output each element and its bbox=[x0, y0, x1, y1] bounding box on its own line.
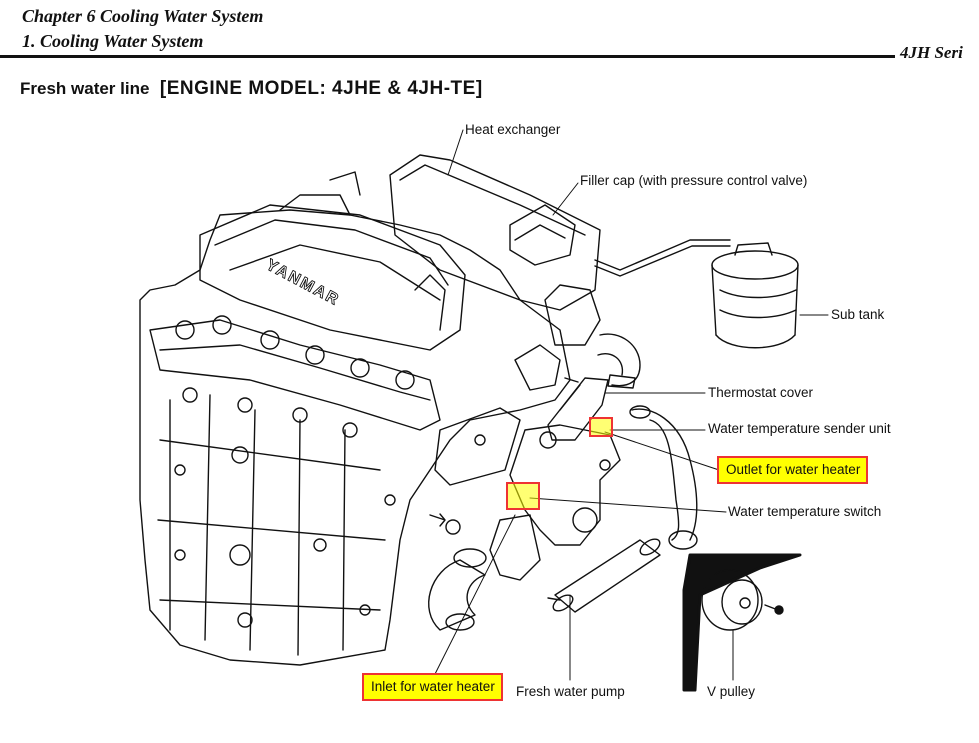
lower-elbow-hose bbox=[428, 559, 486, 631]
title-engine-model: [ENGINE MODEL: 4JHE & 4JH-TE] bbox=[159, 78, 483, 99]
sub-tank bbox=[711, 242, 799, 349]
upper-right-hose bbox=[631, 408, 698, 541]
leader-lines bbox=[431, 129, 829, 681]
outlet-port-highlight bbox=[589, 417, 613, 437]
label-v-pulley: V pulley bbox=[707, 684, 756, 699]
inlet-port-highlight bbox=[506, 482, 540, 510]
label-heat-exchanger: Heat exchanger bbox=[465, 122, 561, 137]
section-heading: 1. Cooling Water System bbox=[22, 31, 204, 51]
label-sub-tank: Sub tank bbox=[831, 307, 885, 322]
header-rule bbox=[0, 55, 895, 58]
heat-exchanger bbox=[389, 154, 601, 391]
page-title: Fresh water line [ENGINE MODEL: 4JHE & 4… bbox=[20, 78, 483, 100]
label-thermostat-cover: Thermostat cover bbox=[708, 385, 814, 400]
label-water-temp-sender: Water temperature sender unit bbox=[708, 421, 891, 436]
connecting-pipe bbox=[554, 539, 661, 613]
label-filler-cap: Filler cap (with pressure control valve) bbox=[580, 173, 808, 188]
series-label: 4JH Seri bbox=[900, 43, 963, 62]
hoses bbox=[597, 333, 641, 389]
overflow-pipe bbox=[594, 239, 731, 271]
o-ring bbox=[445, 519, 461, 535]
v-pulley bbox=[682, 553, 802, 692]
title-prefix: Fresh water line bbox=[20, 79, 150, 98]
label-water-temp-switch: Water temperature switch bbox=[728, 504, 882, 519]
label-inlet-water-heater: Inlet for water heater bbox=[362, 673, 503, 701]
label-outlet-water-heater: Outlet for water heater bbox=[717, 456, 868, 484]
label-fresh-water-pump: Fresh water pump bbox=[516, 684, 625, 699]
chapter-heading: Chapter 6 Cooling Water System bbox=[22, 6, 264, 26]
thermostat-cover bbox=[547, 377, 609, 441]
engine-block bbox=[139, 171, 571, 666]
gasket bbox=[434, 407, 521, 486]
engine-brand-text: YANMAR bbox=[263, 257, 342, 310]
